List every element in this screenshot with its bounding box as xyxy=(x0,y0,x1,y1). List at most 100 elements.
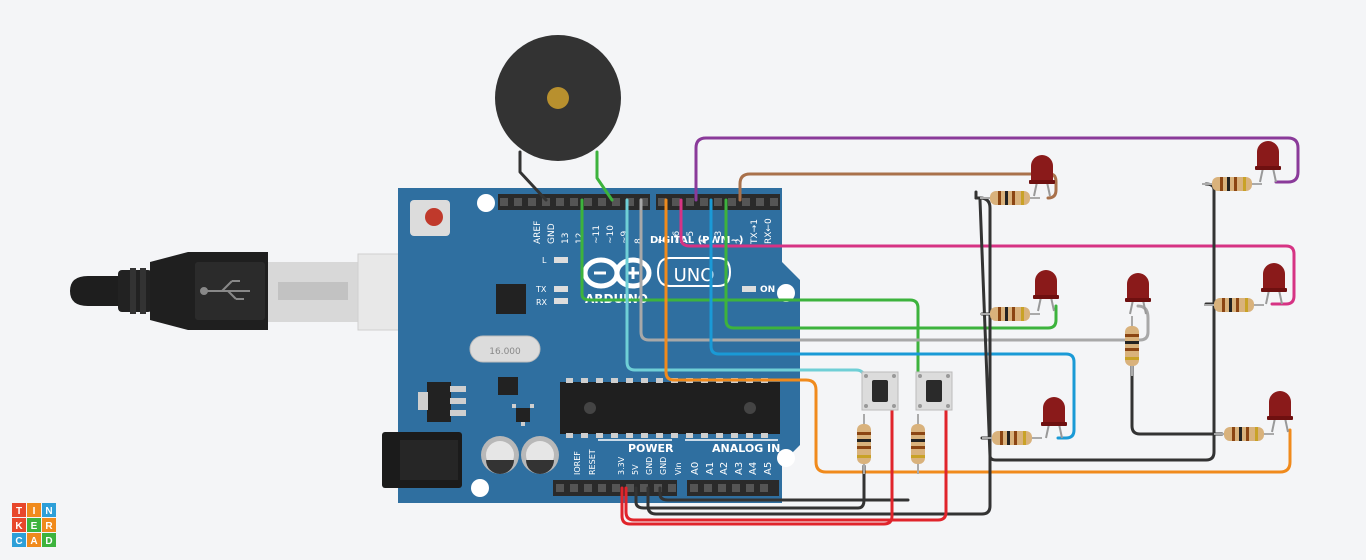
pin-label: 5V xyxy=(631,464,640,475)
header-pin[interactable] xyxy=(742,198,750,206)
atmega-chip xyxy=(560,378,780,438)
pin-label: 13 xyxy=(561,233,571,244)
led-icon[interactable] xyxy=(1267,391,1293,433)
header-pin[interactable] xyxy=(760,484,768,492)
logo-letter: R xyxy=(45,521,53,532)
pin-label: AREF xyxy=(533,221,543,244)
header-pin[interactable] xyxy=(542,198,550,206)
wire-ground-3 xyxy=(658,486,910,502)
header-pin[interactable] xyxy=(598,198,606,206)
logo-tile xyxy=(27,518,41,532)
resistor-icon[interactable] xyxy=(980,307,1040,321)
header-pin[interactable] xyxy=(700,198,708,206)
wire-ground-bus xyxy=(974,182,1216,462)
header-pin[interactable] xyxy=(612,198,620,206)
pin-label: 7 xyxy=(658,238,668,244)
led-icon[interactable] xyxy=(1125,273,1151,315)
top-pin-group[interactable] xyxy=(500,198,778,206)
header-pin[interactable] xyxy=(770,198,778,206)
leds[interactable] xyxy=(1029,141,1293,439)
led-icon[interactable] xyxy=(1255,141,1281,183)
header-pin[interactable] xyxy=(626,484,634,492)
resistor-icon[interactable] xyxy=(1204,298,1264,312)
wire-green-led xyxy=(724,198,1058,330)
logo-tile xyxy=(42,533,56,547)
header-pin[interactable] xyxy=(658,198,666,206)
header-pin[interactable] xyxy=(756,198,764,206)
pin-label: 2 xyxy=(735,238,745,244)
header-pin[interactable] xyxy=(556,198,564,206)
dc-power-jack[interactable] xyxy=(382,432,462,488)
pushbutton-2[interactable] xyxy=(915,371,953,411)
pin-label: A4 xyxy=(748,462,759,475)
led-on-indicator xyxy=(742,286,756,292)
header-pin[interactable] xyxy=(584,198,592,206)
wire-5v-2 xyxy=(624,374,948,522)
resistors[interactable] xyxy=(857,177,1274,474)
usb-symbol-icon xyxy=(200,280,250,300)
led-icon[interactable] xyxy=(1041,397,1067,439)
pin-label: 8 xyxy=(634,238,644,244)
pin-label: A2 xyxy=(719,462,730,475)
usb-cable[interactable] xyxy=(70,252,413,331)
resistor-icon[interactable] xyxy=(980,191,1040,205)
pin-label: ~11 xyxy=(592,225,602,244)
header-pin[interactable] xyxy=(690,484,698,492)
voltage-regulator xyxy=(418,382,466,422)
capacitor xyxy=(521,436,559,474)
resistor-icon[interactable] xyxy=(1125,316,1139,376)
wires[interactable] xyxy=(518,136,1300,526)
logo-tile xyxy=(12,518,26,532)
reset-button[interactable] xyxy=(410,200,450,236)
header-pin[interactable] xyxy=(584,484,592,492)
header-pin[interactable] xyxy=(686,198,694,206)
pushbutton-1[interactable] xyxy=(861,371,899,411)
header-pin[interactable] xyxy=(556,484,564,492)
wire-ground-2 xyxy=(646,196,992,516)
header-pin[interactable] xyxy=(612,484,620,492)
header-pin[interactable] xyxy=(500,198,508,206)
header-pin[interactable] xyxy=(570,198,578,206)
header-pin[interactable] xyxy=(672,198,680,206)
header-pin[interactable] xyxy=(746,484,754,492)
wire-green-button xyxy=(580,198,920,378)
header-pin[interactable] xyxy=(570,484,578,492)
logo-tile xyxy=(27,503,41,517)
buzzer-icon[interactable] xyxy=(495,35,621,161)
resistor-icon[interactable] xyxy=(1214,427,1274,441)
header-pin[interactable] xyxy=(732,484,740,492)
pin-label: ~10 xyxy=(606,225,616,244)
wire-orange xyxy=(664,198,1292,474)
bottom-pin-group[interactable] xyxy=(556,484,768,492)
pin-label: A0 xyxy=(690,462,701,475)
resistor-icon[interactable] xyxy=(911,414,925,474)
header-pin[interactable] xyxy=(626,198,634,206)
logo-letter: C xyxy=(15,536,22,547)
resistor-icon[interactable] xyxy=(982,431,1042,445)
header-pin[interactable] xyxy=(728,198,736,206)
arduino-board[interactable]: 16.000 L TX RX ON xyxy=(382,188,800,503)
resistor-icon[interactable] xyxy=(857,414,871,474)
logo-tile xyxy=(42,503,56,517)
header-pin[interactable] xyxy=(668,484,676,492)
resistor-icon[interactable] xyxy=(1202,177,1262,191)
header-pin[interactable] xyxy=(714,198,722,206)
header-pin[interactable] xyxy=(640,484,648,492)
header-pin[interactable] xyxy=(704,484,712,492)
header-pin[interactable] xyxy=(514,198,522,206)
logo-tile xyxy=(42,518,56,532)
header-pin[interactable] xyxy=(598,484,606,492)
led-icon[interactable] xyxy=(1029,155,1055,197)
logo-letter: N xyxy=(45,506,52,517)
header-pin[interactable] xyxy=(640,198,648,206)
led-icon[interactable] xyxy=(1033,270,1059,312)
wire-purple xyxy=(694,136,1300,202)
led-icon[interactable] xyxy=(1261,263,1287,305)
wire-blue xyxy=(709,198,1076,440)
header-pin[interactable] xyxy=(718,484,726,492)
header-pin[interactable] xyxy=(654,484,662,492)
model-label: UNO xyxy=(674,265,715,286)
header-pin[interactable] xyxy=(528,198,536,206)
